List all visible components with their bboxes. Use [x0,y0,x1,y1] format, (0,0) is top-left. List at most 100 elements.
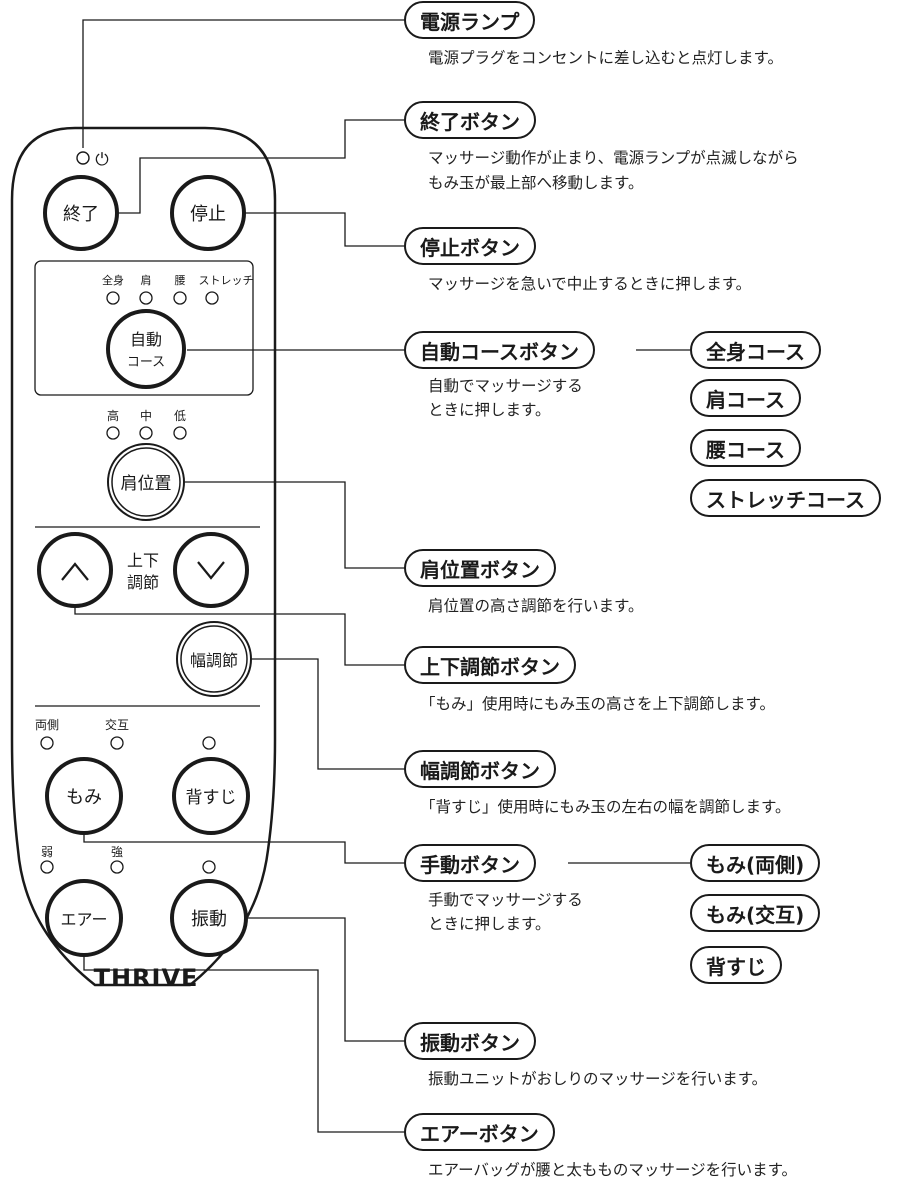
callout-manual-button-title: 手動ボタン [420,852,520,877]
callout-stop-button: 停止ボタン [404,227,536,265]
callout-course-shoulder-title: 肩コース [706,387,785,412]
leader-end [118,119,410,214]
air-label-weak: 弱 [41,845,53,859]
sesuji-lamp [202,736,216,750]
callout-manual-both: もみ(両側) [690,844,821,882]
callout-power-lamp: 電源ランプ [404,1,536,39]
up-button[interactable] [37,532,113,608]
end-button[interactable]: 終了 [43,175,119,251]
callout-course-waist-title: 腰コース [706,437,785,462]
callout-manual-sesuji: 背すじ [690,946,782,984]
leader-vibration [246,917,410,1042]
auto-button-label-1: 自動 [130,330,162,349]
updown-button-desc: 「もみ」使用時にもみ玉の高さを上下調節します。 [420,695,775,713]
updown-label-2: 調節 [127,573,159,592]
sesuji-button-label: 背すじ [186,788,237,808]
end-button-label: 終了 [63,204,99,225]
momi-label-alt: 交互 [105,717,129,732]
callout-manual-alt-title: もみ(交互) [706,902,805,927]
end-button-desc-1: マッサージ動作が止まり、電源ランプが点滅しながら [428,149,799,167]
leader-air [83,955,410,1133]
height-lamp-low [173,426,187,440]
callout-course-waist: 腰コース [690,429,801,467]
course-lamp-shoulder [139,291,153,305]
auto-button-label-2: コース [127,355,165,370]
callout-manual-alt: もみ(交互) [690,894,821,932]
down-arrow-icon [197,561,225,580]
manual-button-desc-2: ときに押します。 [428,915,551,933]
callout-shoulder-button-title: 肩位置ボタン [420,557,540,582]
leader-width [252,658,410,770]
course-lamp-stretch [205,291,219,305]
end-button-desc-2: もみ玉が最上部へ移動します。 [428,174,644,192]
course-panel [34,260,254,396]
callout-stop-button-title: 停止ボタン [420,235,520,260]
width-button-desc: 「背すじ」使用時にもみ玉の左右の幅を調節します。 [420,798,791,816]
vibration-lamp [202,860,216,874]
callout-shoulder-button: 肩位置ボタン [404,549,556,587]
brand-logo: THRIVE [94,964,199,992]
callout-manual-sesuji-title: 背すじ [706,954,766,979]
callout-air-button: エアーボタン [404,1113,555,1151]
callout-course-shoulder: 肩コース [690,379,801,417]
height-label-low: 低 [174,409,186,423]
shoulder-button-desc: 肩位置の高さ調節を行います。 [428,597,644,615]
momi-button-label: もみ [66,787,102,808]
power-lamp-desc: 電源プラグをコンセントに差し込むと点灯します。 [428,49,783,67]
course-label-waist: 腰 [175,274,186,287]
air-button[interactable]: エアー [45,879,123,957]
power-lamp [76,151,90,165]
callout-course-stretch: ストレッチコース [690,479,881,517]
course-lamp-waist [173,291,187,305]
callout-course-all: 全身コース [690,331,821,369]
callout-vibration-button: 振動ボタン [404,1022,536,1060]
leader-stop [243,212,410,247]
sesuji-button[interactable]: 背すじ [172,757,250,835]
stop-button-desc: マッサージを急いで中止するときに押します。 [428,275,752,293]
callout-auto-button-title: 自動コースボタン [420,339,579,364]
air-label-strong: 強 [111,845,123,859]
width-adjust-button[interactable]: 幅調節 [176,621,252,697]
course-indicators: 全身 肩 腰 ストレッチ [102,273,254,287]
leader-shoulder [184,481,410,569]
course-label-all: 全身 [102,273,124,287]
height-lamp-high [106,426,120,440]
auto-button-desc-2: ときに押します。 [428,401,551,419]
vibration-button-desc: 振動ユニットがおしりのマッサージを行います。 [428,1070,768,1088]
callout-end-button: 終了ボタン [404,101,536,139]
callout-updown-button: 上下調節ボタン [404,646,576,684]
shoulder-position-button[interactable]: 肩位置 [107,443,185,521]
height-label-high: 高 [107,408,119,423]
auto-button-desc-1: 自動でマッサージする [428,377,583,395]
width-button-label: 幅調節 [190,651,238,670]
vibration-button[interactable]: 振動 [170,879,248,957]
callout-auto-button: 自動コースボタン [404,331,595,369]
momi-button[interactable]: もみ [45,757,123,835]
down-button[interactable] [173,532,249,608]
manual-button-desc-1: 手動でマッサージする [428,891,583,909]
momi-lamp-alt [110,736,124,750]
air-lamp-strong [110,860,124,874]
vibration-button-label: 振動 [191,909,227,930]
callout-width-button-title: 幅調節ボタン [420,758,540,783]
callout-end-button-title: 終了ボタン [420,109,520,134]
stop-button-label: 停止 [190,204,226,225]
momi-label-both: 両側 [35,718,59,732]
updown-label-1: 上下 [127,551,159,570]
callout-width-button: 幅調節ボタン [404,750,556,788]
momi-lamp-both [40,736,54,750]
auto-course-button[interactable]: 自動 コース [106,309,186,389]
stop-button[interactable]: 停止 [170,175,246,251]
callout-power-lamp-title: 電源ランプ [420,9,520,34]
callout-updown-button-title: 上下調節ボタン [420,654,560,679]
air-lamp-weak [40,860,54,874]
leader-power [82,19,410,148]
air-button-label: エアー [60,910,107,929]
course-lamp-all [106,291,120,305]
shoulder-button-label: 肩位置 [121,474,172,494]
height-lamp-mid [139,426,153,440]
leader-manual [83,833,410,864]
course-label-stretch: ストレッチ [199,274,254,287]
callout-manual-both-title: もみ(両側) [706,852,805,877]
